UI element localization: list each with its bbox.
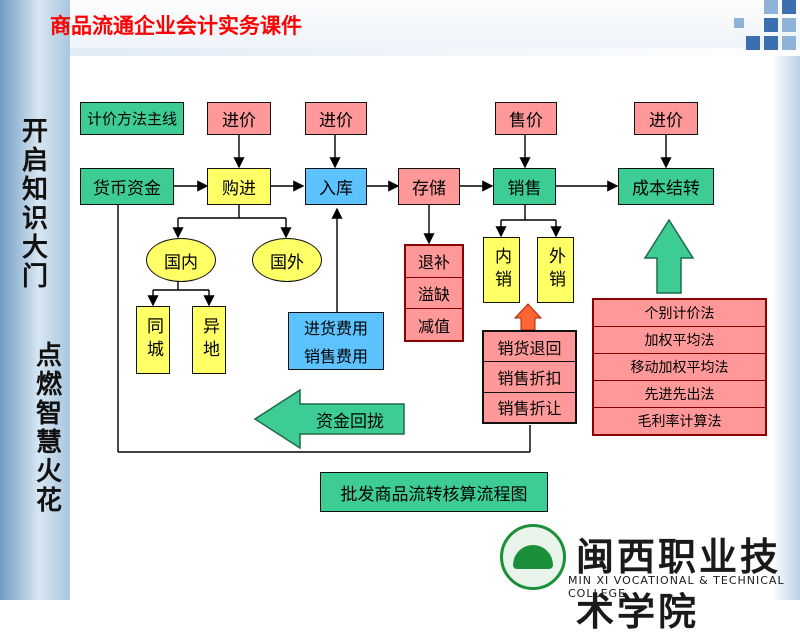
- price-label-purchase-3: 进价: [634, 102, 698, 135]
- storage-item-overage: 溢缺: [406, 278, 462, 310]
- domestic-other-city: 异地: [192, 306, 226, 374]
- flow-step-warehouse: 入库: [305, 168, 367, 205]
- cost-method-specific: 个别计价法: [594, 300, 765, 327]
- sidebar-slogan-2: 点燃智慧火花: [35, 341, 62, 516]
- cost-methods-box: 个别计价法 加权平均法 移动加权平均法 先进先出法 毛利率计算法: [592, 298, 767, 436]
- top-banner: [0, 0, 800, 48]
- page-title: 商品流通企业会计实务课件: [50, 14, 302, 38]
- college-logo: [500, 524, 566, 590]
- expense-sales: 销售费用: [303, 347, 368, 366]
- cost-method-weighted: 加权平均法: [594, 327, 765, 354]
- domestic-other-city-label: 异地: [199, 317, 219, 363]
- price-label-purchase-1: 进价: [207, 102, 271, 135]
- main-line-label: 计价方法主线: [80, 102, 184, 135]
- flow-step-storage: 存储: [398, 168, 460, 205]
- right-border: [772, 56, 800, 600]
- price-label-purchase-2: 进价: [305, 102, 367, 135]
- red-up-arrow: [513, 303, 543, 331]
- domestic-same-city-label: 同城: [143, 317, 163, 363]
- cost-method-gross-margin: 毛利率计算法: [637, 414, 722, 430]
- green-left-arrow: [253, 388, 405, 450]
- storage-item-impairment: 减值: [417, 316, 450, 336]
- college-name-en: MIN XI VOCATIONAL & TECHNICAL COLLEGE: [568, 574, 785, 600]
- fund-return-label: 资金回拢: [316, 411, 384, 432]
- sales-discount: 销售折扣: [484, 362, 575, 393]
- branch-domestic: 国内: [146, 238, 216, 282]
- sales-export: 外销: [537, 237, 574, 303]
- sales-allowance: 销售折让: [497, 399, 562, 419]
- green-up-arrow: [643, 218, 695, 294]
- branch-foreign: 国外: [252, 238, 322, 282]
- expenses-box: 进货费用 销售费用: [288, 312, 384, 370]
- diagram-caption: 批发商品流转核算流程图: [320, 472, 548, 512]
- expense-purchase: 进货费用: [303, 319, 368, 338]
- flow-step-sales: 销售: [493, 168, 556, 205]
- domestic-same-city: 同城: [136, 306, 170, 374]
- price-label-sale: 售价: [495, 102, 557, 135]
- cost-method-fifo: 先进先出法: [594, 381, 765, 408]
- storage-items-box: 退补 溢缺 减值: [404, 244, 464, 342]
- left-sidebar: [0, 0, 70, 600]
- sales-domestic-label: 内销: [491, 247, 511, 293]
- flow-step-cost-transfer: 成本结转: [618, 168, 714, 205]
- sidebar-slogan-1: 开启知识大门: [21, 117, 48, 292]
- decorative-squares: [734, 0, 800, 60]
- sales-export-label: 外销: [545, 247, 565, 293]
- top-divider: [70, 48, 800, 56]
- sales-adjustments-box: 销货退回 销售折扣 销售折让: [482, 330, 577, 424]
- flow-step-cash: 货币资金: [80, 168, 174, 205]
- flow-step-purchase: 购进: [207, 168, 271, 205]
- cost-method-moving-weighted: 移动加权平均法: [594, 354, 765, 381]
- flow-connectors: [117, 135, 695, 453]
- storage-item-adjust: 退补: [406, 246, 462, 278]
- sales-return: 销货退回: [484, 332, 575, 363]
- sales-domestic: 内销: [483, 237, 520, 303]
